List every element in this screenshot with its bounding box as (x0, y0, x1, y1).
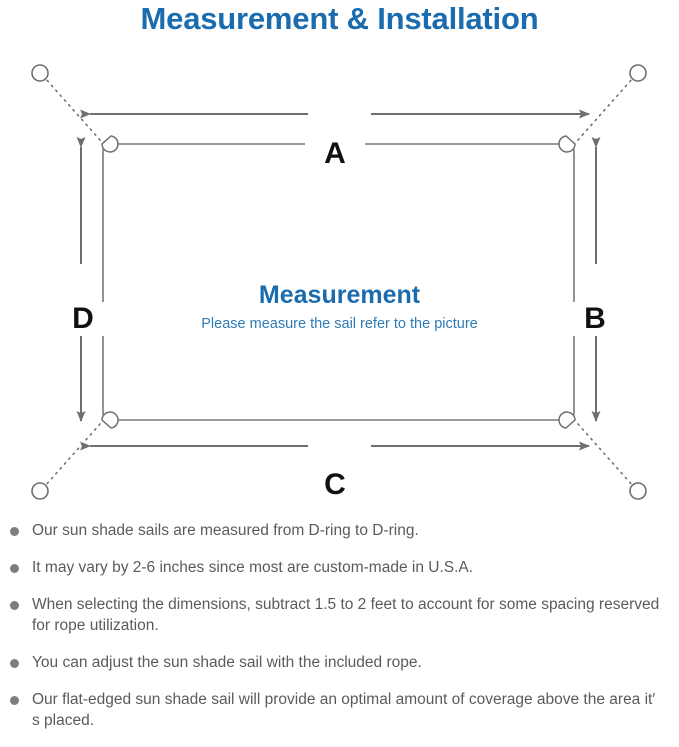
dimension-label-d: D (60, 302, 106, 336)
bullet-icon (10, 659, 19, 668)
d-ring-top-left (101, 135, 119, 153)
list-item: Our flat-edged sun shade sail will provi… (0, 689, 679, 731)
measurement-diagram: Measurement Please measure the sail refe… (0, 44, 679, 514)
dimension-label-c: C (305, 468, 365, 502)
note-text: When selecting the dimensions, subtract … (32, 596, 660, 634)
list-item: You can adjust the sun shade sail with t… (0, 652, 679, 673)
page-title: Measurement & Installation (140, 1, 539, 36)
list-item: Our sun shade sails are measured from D-… (0, 520, 679, 541)
anchor-point-bottom-right (629, 482, 647, 500)
rope-bottom-left (44, 423, 101, 487)
list-item: When selecting the dimensions, subtract … (0, 594, 679, 636)
note-text: Our flat-edged sun shade sail will provi… (32, 691, 656, 729)
anchor-point-top-left (31, 64, 49, 82)
sail-body (102, 143, 575, 421)
bullet-icon (10, 527, 19, 536)
rope-top-right (577, 77, 634, 141)
note-text: It may vary by 2-6 inches since most are… (32, 559, 474, 576)
anchor-point-bottom-left (31, 482, 49, 500)
bullet-icon (10, 564, 19, 573)
d-ring-bottom-left (101, 411, 119, 429)
anchor-point-top-right (629, 64, 647, 82)
bullet-icon (10, 696, 19, 705)
rope-bottom-right (577, 423, 634, 487)
dimension-label-a: A (305, 137, 365, 171)
list-item: It may vary by 2-6 inches since most are… (0, 557, 679, 578)
note-text: You can adjust the sun shade sail with t… (32, 654, 422, 671)
bullet-icon (10, 601, 19, 610)
notes-list: Our sun shade sails are measured from D-… (0, 520, 679, 747)
rope-top-left (44, 77, 101, 141)
d-ring-bottom-right (558, 411, 576, 429)
dimension-label-b: B (572, 302, 618, 336)
note-text: Our sun shade sails are measured from D-… (32, 522, 419, 539)
d-ring-top-right (558, 135, 576, 153)
